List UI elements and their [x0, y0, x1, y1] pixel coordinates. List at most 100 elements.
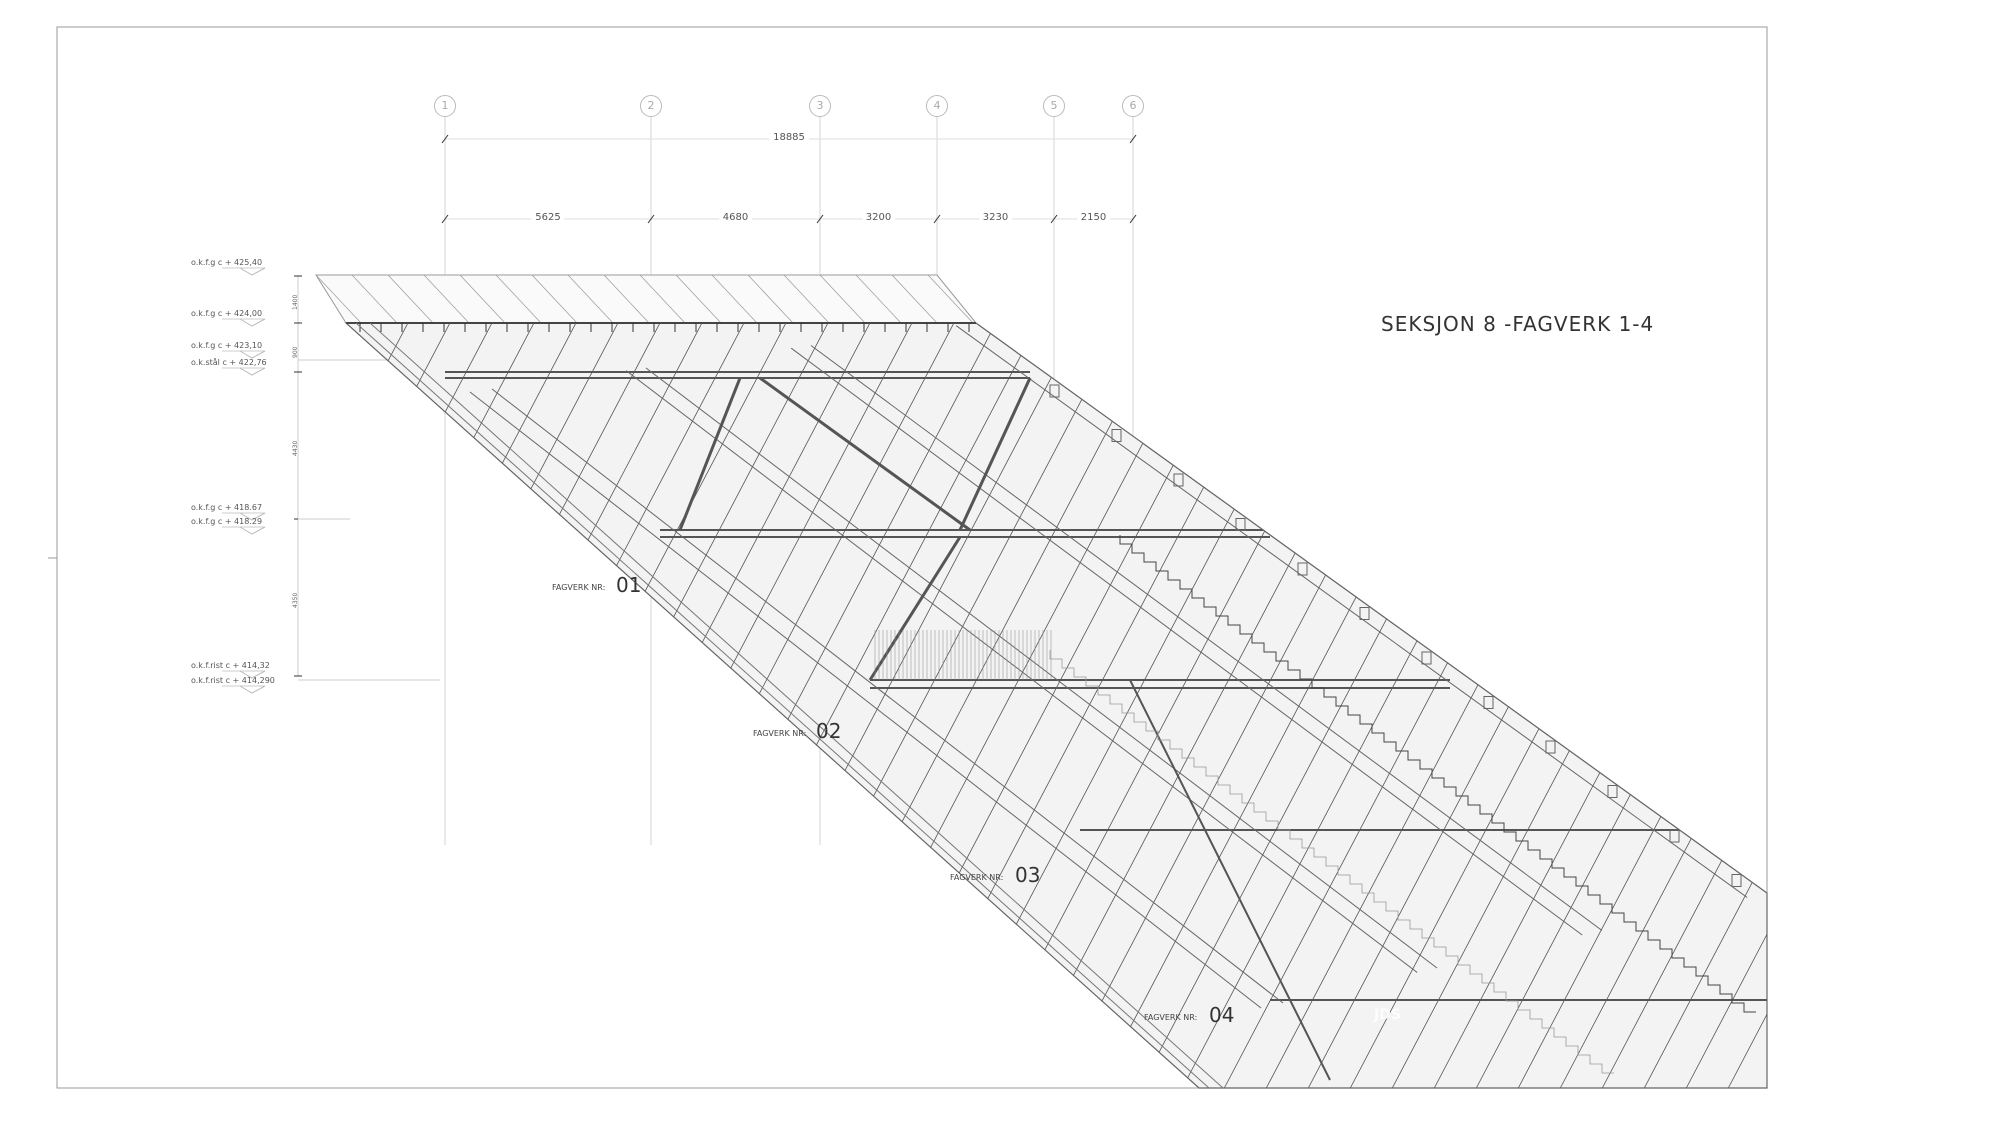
overall-dimension-label: 18885: [769, 132, 809, 143]
elevation-marker-icon: [239, 367, 266, 376]
fagverk-label: FAGVERK NR:: [753, 729, 807, 738]
truss-diagonal: [958, 377, 1032, 531]
glazing-mullion: [1643, 854, 1767, 1088]
roof-rafter: [387, 275, 434, 323]
window-icon: [1297, 562, 1308, 576]
window-icon: [1359, 607, 1370, 620]
dimension-tick: [1050, 214, 1058, 224]
glazing-mullion: [1685, 934, 1767, 1088]
elevation-marker-icon: [239, 685, 266, 694]
glazing-mullion: [346, 323, 505, 1088]
window-icon: [1483, 696, 1494, 709]
bottom-chord: [369, 323, 1224, 1088]
elevation-marker-icon: [239, 350, 266, 359]
truss-chord: [645, 367, 1438, 969]
elevation-label: o.k.f.g c + 418.67: [191, 503, 263, 512]
segment-dimension-label: 2150: [1076, 212, 1111, 223]
roof-rafter: [423, 275, 470, 323]
window-icon: [1545, 740, 1556, 754]
elevation-label: o.k.f.g c + 424,00: [191, 309, 263, 318]
elevation-marker-icon: [239, 267, 266, 276]
fagverk-number: 04: [1209, 1003, 1235, 1027]
dimension-tick: [647, 214, 655, 224]
segment-dimension-label: 3230: [978, 212, 1013, 223]
truss-diagonal: [678, 377, 742, 531]
roof-rafter: [711, 275, 758, 323]
grid-axis-bubble: 4: [926, 95, 948, 117]
bottom-chord: [355, 323, 1210, 1088]
window-icon: [1235, 518, 1246, 531]
fagverk-label: FAGVERK NR:: [950, 873, 1004, 882]
glazing-mullion: [346, 323, 589, 1088]
band-details: [346, 323, 1767, 1088]
grid-axis-bubble: 6: [1122, 95, 1144, 117]
roof-rafter: [819, 275, 866, 323]
dimension-tick: [933, 214, 941, 224]
roof-rafter: [927, 275, 974, 323]
glazing-mullion: [346, 323, 421, 1088]
fagverk-number: 01: [616, 573, 642, 597]
stair-steps: [1119, 535, 1756, 1013]
roof-rafter: [495, 275, 542, 323]
grid-axis-bubble: 2: [640, 95, 662, 117]
glazing-mullion: [346, 323, 547, 1088]
truss-diagonal: [868, 536, 962, 681]
elevation-label: o.k.f.rist c + 414,32: [191, 661, 270, 670]
watermark: JDS: [1374, 1007, 1401, 1023]
truss-chord: [790, 347, 1583, 936]
elevation-label: o.k.f.g c + 425,40: [191, 258, 263, 267]
roof-rafter: [531, 275, 578, 323]
window-icon: [1173, 473, 1184, 487]
roof-hatching: [316, 275, 974, 323]
elevation-marker-icon: [239, 670, 266, 679]
truss-diagonal: [759, 376, 971, 532]
drawing-title: SEKSJON 8 -FAGVERK 1-4: [1381, 312, 1655, 336]
roof-rafter: [603, 275, 650, 323]
fagverk-number: 02: [816, 719, 842, 743]
roof-rafter: [567, 275, 614, 323]
window-icon: [1049, 384, 1060, 398]
window-icon: [1607, 785, 1618, 798]
truss-chord: [625, 370, 1418, 973]
elevation-label: o.k.f.g c + 418.29: [191, 517, 263, 526]
roof-rafter: [783, 275, 830, 323]
roof-rafter: [639, 275, 686, 323]
window-icon: [1669, 829, 1680, 843]
truss-band: [344, 322, 1768, 1089]
glazing-mullion: [346, 323, 631, 1088]
glazing-mullion: [346, 323, 463, 1088]
elevation-marker-icon: [239, 318, 266, 327]
stair-steps: [1049, 650, 1614, 1074]
roof-rafter: [747, 275, 794, 323]
vertical-dimension-label: 900: [292, 346, 299, 358]
dimension-tick: [816, 214, 824, 224]
truss-chord: [469, 391, 1262, 1009]
window-icon: [1111, 429, 1122, 442]
segment-dimension-label: 3200: [861, 212, 896, 223]
truss-chord: [955, 325, 1748, 898]
roof-rafter: [675, 275, 722, 323]
elevation-label: o.k.f.g c + 423,10: [191, 341, 263, 350]
dimension-tick: [441, 134, 449, 144]
elevation-marker-icon: [239, 526, 266, 535]
elevation-label: o.k.f.rist c + 414,290: [191, 676, 275, 685]
roof-rafter: [855, 275, 902, 323]
dimension-tick: [1129, 134, 1137, 144]
grid-axis-bubble: 3: [809, 95, 831, 117]
grid-axis-bubble: 5: [1043, 95, 1065, 117]
truss-chord: [810, 345, 1603, 931]
dimension-tick: [1129, 214, 1137, 224]
window-icon: [1731, 874, 1742, 887]
roof-rafter: [459, 275, 506, 323]
truss-chord: [491, 388, 1284, 1004]
window-icon: [1421, 651, 1432, 665]
segment-dimension-label: 4680: [718, 212, 753, 223]
fagverk-label: FAGVERK NR:: [1144, 1013, 1198, 1022]
vertical-dimension-label: 4430: [292, 440, 299, 456]
roof-slab: [315, 274, 978, 324]
dimension-tick: [441, 214, 449, 224]
vertical-dimension-label: 4350: [292, 592, 299, 608]
roof-rafter: [891, 275, 938, 323]
vertical-dimension-label: 1400: [292, 294, 299, 310]
